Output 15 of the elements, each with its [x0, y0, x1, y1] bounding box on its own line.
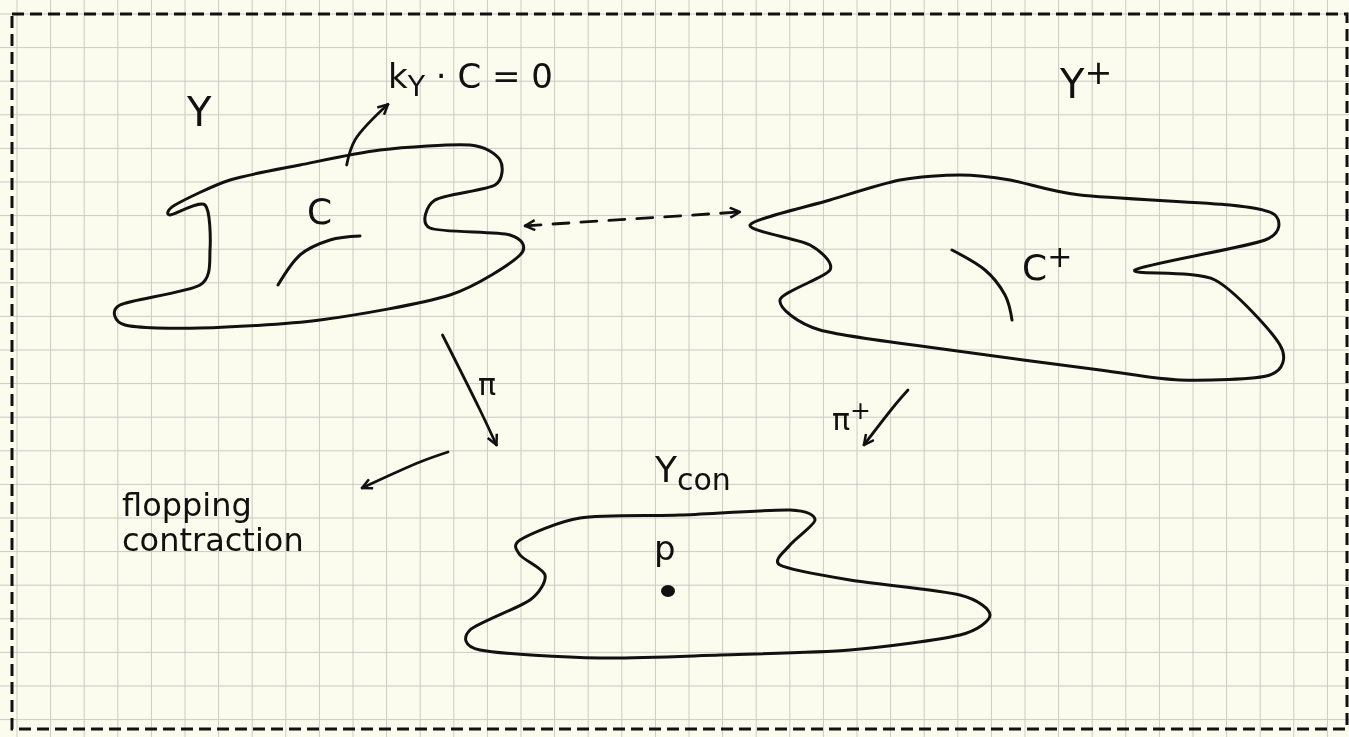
annotation-text: flopping contraction — [122, 488, 305, 559]
math-label: p — [654, 530, 676, 568]
math-label: Y — [187, 90, 212, 134]
math-label: C$^{+}$ — [1022, 240, 1073, 288]
annotation-text: k$_{Y}$ · C = 0 — [388, 58, 553, 102]
arrow — [523, 206, 742, 232]
math-label: Y$_{con}$ — [655, 450, 731, 497]
arrow — [345, 102, 390, 167]
arrow — [862, 388, 910, 447]
math-label: Y$^{+}$ — [1060, 55, 1113, 107]
arrow — [441, 333, 499, 447]
math-label: C — [307, 192, 333, 232]
edge-label: π — [478, 370, 497, 400]
arrow — [360, 450, 450, 490]
edge-label: π$^{+}$ — [832, 398, 871, 435]
